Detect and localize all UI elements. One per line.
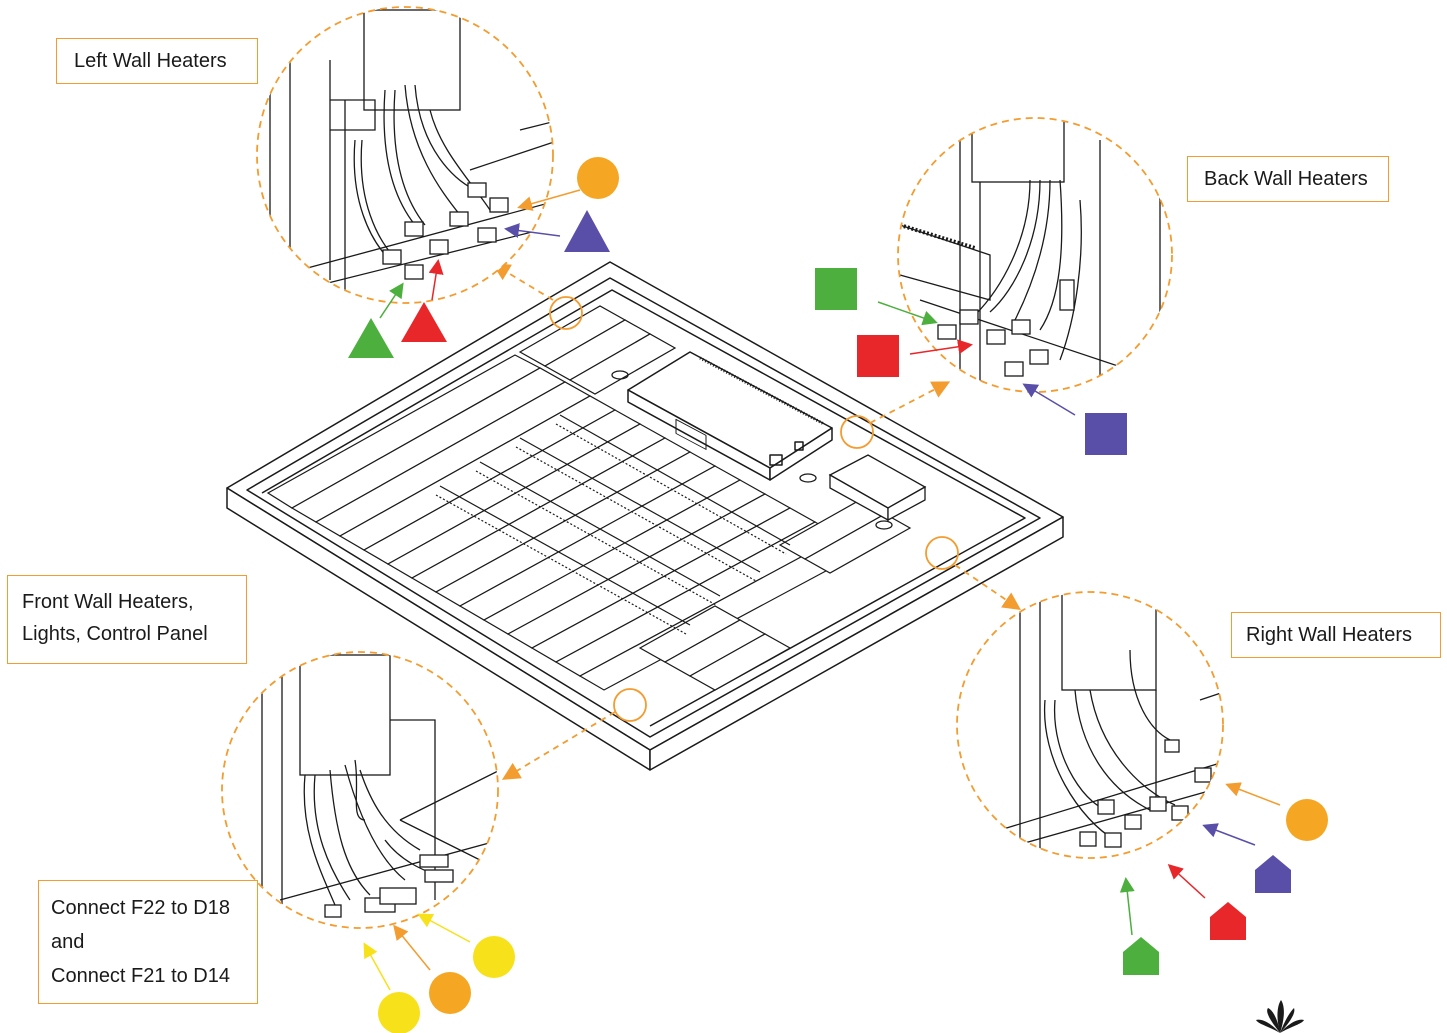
green-square-marker	[815, 268, 857, 310]
yellow-circle-marker-2	[378, 992, 420, 1033]
right-wall-heaters-label: Right Wall Heaters	[1231, 612, 1441, 658]
orange-circle-marker-right	[1286, 799, 1328, 841]
red-pentagon-marker	[1210, 902, 1246, 940]
red-triangle-marker	[401, 302, 447, 342]
red-square-marker	[857, 335, 899, 377]
connection-point-markers	[549, 296, 959, 722]
back-wall-heaters-text: Back Wall Heaters	[1204, 168, 1368, 190]
light-channels	[435, 414, 791, 635]
green-triangle-marker	[348, 318, 394, 358]
control-box	[627, 351, 833, 481]
detail-front-wall	[221, 651, 515, 1033]
detail-right-wall	[956, 591, 1328, 975]
connect-line-2: and	[51, 931, 85, 953]
back-wall-heaters-label: Back Wall Heaters	[1187, 156, 1389, 202]
left-wall-heaters-label: Left Wall Heaters	[56, 38, 258, 84]
front-wall-heaters-label: Front Wall Heaters, Lights, Control Pane…	[7, 575, 247, 664]
left-wall-heaters-text: Left Wall Heaters	[74, 50, 227, 72]
right-wall-heaters-text: Right Wall Heaters	[1246, 624, 1412, 646]
green-pentagon-marker	[1123, 937, 1159, 975]
detail-back-wall	[815, 117, 1173, 455]
blue-square-marker	[1085, 413, 1127, 455]
lotus-logo	[1256, 1000, 1304, 1033]
detail-leader-arrows	[491, 263, 1021, 780]
orange-circle-marker-front	[429, 972, 471, 1014]
connect-line-3: Connect F21 to D14	[51, 965, 230, 987]
connect-line-1: Connect F22 to D18	[51, 897, 230, 919]
front-wall-line-2: Lights, Control Panel	[22, 623, 208, 645]
secondary-box	[611, 370, 927, 530]
detail-left-wall	[256, 6, 619, 358]
front-wall-line-1: Front Wall Heaters,	[22, 591, 194, 613]
connection-instructions-label: Connect F22 to D18 and Connect F21 to D1…	[38, 880, 258, 1004]
floor-frame-front-right	[649, 516, 1064, 771]
blue-triangle-marker	[564, 210, 610, 252]
floor-slats	[266, 305, 912, 691]
blue-pentagon-marker	[1255, 855, 1291, 893]
yellow-circle-marker-1	[473, 936, 515, 978]
orange-circle-marker	[577, 157, 619, 199]
